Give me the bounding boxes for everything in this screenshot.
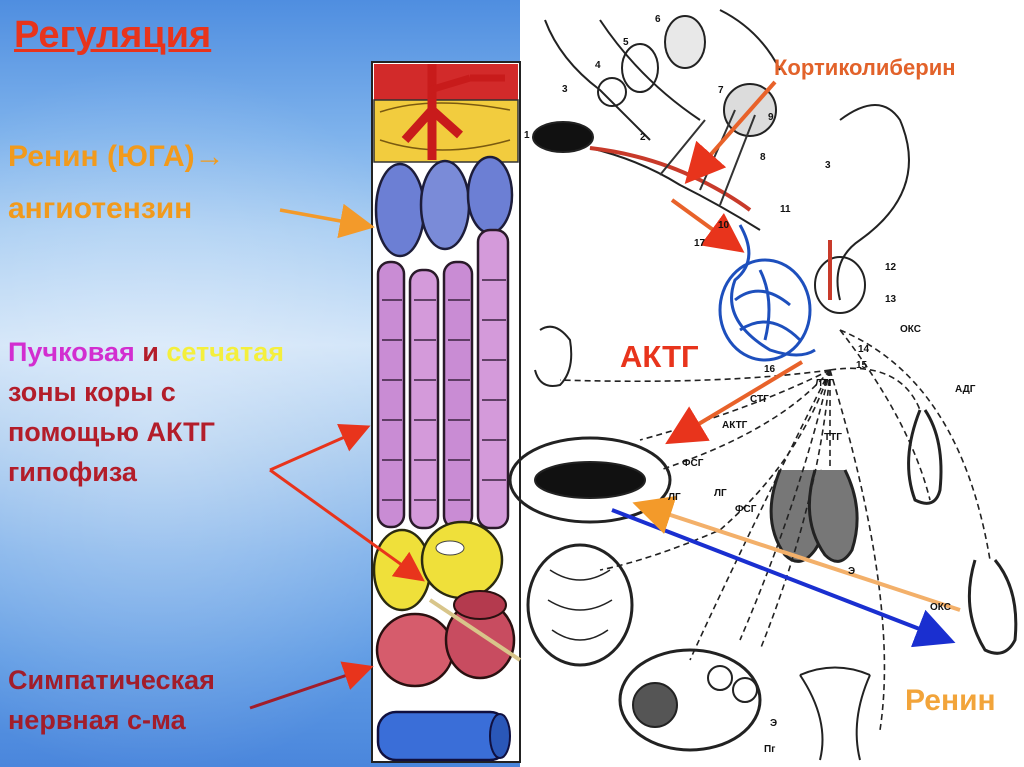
angiotensin-label: ангиотензин [8,192,192,226]
hormone-label: АДГ [955,384,976,395]
hormone-label: СТГ [750,394,769,405]
hormone-label: ОКС [930,602,951,613]
fasciculata-word: Пучковая [8,337,135,367]
hormone-label: АКТГ [722,420,748,431]
page-title: Регуляция [14,14,211,57]
actg-label: АКТГ [620,339,699,375]
and-word: и [135,337,167,367]
hormone-label: ЛГ [714,488,727,499]
num-label: 11 [780,204,791,215]
hormone-label: Э [848,566,855,577]
num-label: 2 [640,132,646,143]
renin-juga-label: Ренин (ЮГА)→ [8,140,225,174]
zones-line-3: помощью АКТГ [8,417,215,447]
num-label: 4 [595,60,601,71]
corticoliberin-label: Кортиколиберин [774,55,956,81]
reticularis-word: сетчатая [166,337,284,367]
num-label: 17 [694,238,706,249]
hormone-label: Пг [764,744,775,755]
hormone-label: Э [770,718,777,729]
num-label: 7 [718,85,724,96]
num-label: 3 [825,160,831,171]
arrow-angiotensin [280,210,368,226]
sympathetic-line-1: Симпатическая [8,665,215,695]
zones-line-4: гипофиза [8,457,137,487]
sympathetic-line-2: нервная с-ма [8,705,186,735]
sympathetic-description: Симпатическая нервная с-ма [8,660,215,740]
hormone-label: ОКС [900,324,921,335]
num-label: 9 [768,112,774,123]
num-label: 12 [885,262,897,273]
num-label: 1 [524,130,530,141]
adrenal-cortex-illustration [372,62,520,762]
num-label: 5 [623,37,629,48]
num-label: 8 [760,152,766,163]
num-label: 14 [858,344,870,355]
num-label: 3 [562,84,568,95]
arrow-sympathetic [250,668,368,708]
annotation-arrows [250,82,960,708]
hormone-label: ТТГ [824,432,842,443]
hormone-label: ЛГ [668,492,681,503]
zones-description: Пучковая и сетчатая зоны коры с помощью … [8,332,284,492]
num-label: 16 [764,364,776,375]
hormone-label: ФСГ [682,458,704,469]
hormone-label: ЛТГ [815,378,834,389]
num-label: 15 [856,360,868,371]
arrow-zones-1 [270,428,365,470]
num-label: 6 [655,14,661,25]
hormone-label: ФСГ [735,504,757,515]
num-label: 13 [885,294,897,305]
renin-label: Ренин [905,684,996,718]
num-label: 10 [718,220,730,231]
zones-line-2: зоны коры с [8,377,176,407]
